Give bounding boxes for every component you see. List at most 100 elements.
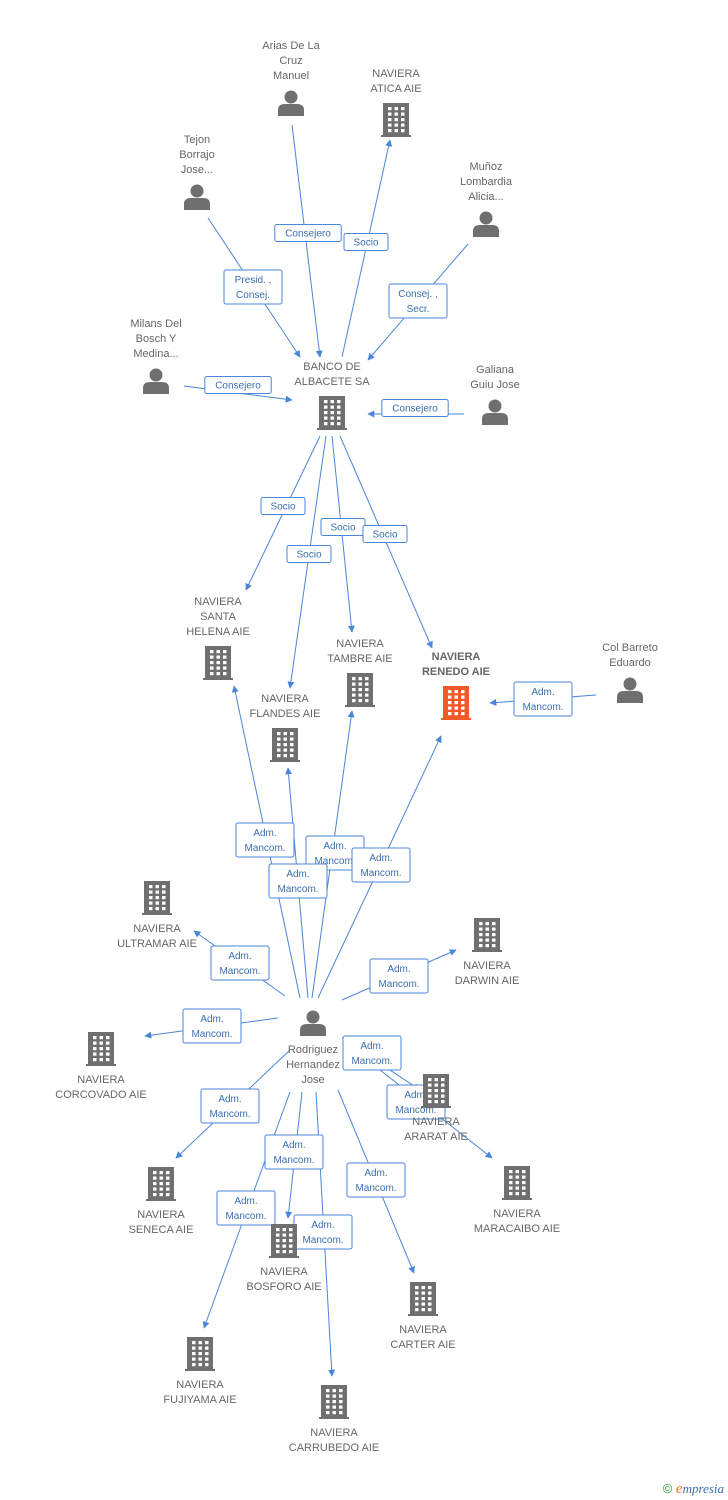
node-label-corcovado: NAVIERA <box>77 1074 125 1086</box>
edge-label-text: Adm. <box>234 1196 257 1207</box>
node-bosforo[interactable]: NAVIERA BOSFORO AIE <box>246 1224 322 1293</box>
node-label-darwin: NAVIERA <box>463 960 511 972</box>
edge-label-box <box>223 269 283 305</box>
edge-label-rodriguez-to-ultramar[interactable]: Adm.Mancom. <box>210 945 270 981</box>
edge-label-arias-to-banco[interactable]: Consejero <box>274 224 342 242</box>
edge-label-banco-to-renedo[interactable]: Socio <box>362 525 408 543</box>
node-label-bosforo: BOSFORO AIE <box>246 1281 321 1293</box>
building-icon <box>317 396 347 430</box>
edge-label-milans-to-banco[interactable]: Consejero <box>204 376 272 394</box>
edge-label-rodriguez-to-tambre[interactable]: Adm.Mancom. <box>305 835 365 871</box>
edge-label-rodriguez-to-ararat[interactable]: Adm.Mancom. <box>342 1035 402 1071</box>
person-icon <box>278 90 304 116</box>
node-label-atica: ATICA AIE <box>370 83 421 95</box>
node-label-rodriguez: Jose <box>301 1074 324 1086</box>
edge-label-col-to-renedo[interactable]: Adm.Mancom. <box>513 681 573 717</box>
node-label-santa_helena: NAVIERA <box>194 596 242 608</box>
node-munoz[interactable]: MuñozLombardiaAlicia... <box>460 161 513 237</box>
footer-brand[interactable]: © empresia <box>663 1481 724 1498</box>
node-label-galiana: Galiana <box>476 364 515 376</box>
edge-label-box <box>381 399 449 417</box>
node-label-atica: NAVIERA <box>372 68 420 80</box>
edge-label-text: Mancom. <box>302 1235 343 1246</box>
node-label-munoz: Alicia... <box>468 191 503 203</box>
edge-label-banco-to-flandes[interactable]: Socio <box>286 545 332 563</box>
edge-label-banco-to-atica[interactable]: Socio <box>343 233 389 251</box>
edge-label-rodriguez-to-carter[interactable]: Adm.Mancom. <box>346 1162 406 1198</box>
edge-label-banco-to-santa_helena[interactable]: Socio <box>260 497 306 515</box>
building-icon <box>270 728 300 762</box>
building-icon <box>146 1167 176 1201</box>
edge-label-box <box>513 681 573 717</box>
node-label-maracaibo: MARACAIBO AIE <box>474 1223 560 1235</box>
node-label-ararat: NAVIERA <box>412 1116 460 1128</box>
node-label-galiana: Guiu Jose <box>470 379 520 391</box>
node-label-bosforo: NAVIERA <box>260 1266 308 1278</box>
building-icon <box>408 1282 438 1316</box>
edge-label-text: Adm. <box>218 1094 241 1105</box>
edge-label-tejon-to-banco[interactable]: Presid. ,Consej. <box>223 269 283 305</box>
node-label-seneca: NAVIERA <box>137 1209 185 1221</box>
edge-label-banco-to-tambre[interactable]: Socio <box>320 518 366 536</box>
edge-label-text: Mancom. <box>244 843 285 854</box>
edge-label-text: Socio <box>353 238 378 249</box>
edge-label-rodriguez-to-fujiyama[interactable]: Adm.Mancom. <box>216 1190 276 1226</box>
edge-label-rodriguez-to-bosforo[interactable]: Adm.Mancom. <box>264 1134 324 1170</box>
node-label-milans: Bosch Y <box>136 333 177 345</box>
edge-label-box <box>235 822 295 858</box>
building-icon <box>345 673 375 707</box>
edge-label-box <box>388 283 448 319</box>
edge-label-rodriguez-to-renedo[interactable]: Adm.Mancom. <box>351 847 411 883</box>
node-label-flandes: FLANDES AIE <box>250 708 321 720</box>
edge-label-text: Mancom. <box>219 966 260 977</box>
edge-label-box <box>343 233 389 251</box>
edge-label-box <box>200 1088 260 1124</box>
node-label-rodriguez: Rodriguez <box>288 1044 338 1056</box>
node-label-renedo: NAVIERA <box>432 651 481 663</box>
node-label-santa_helena: SANTA <box>200 611 237 623</box>
edge-label-rodriguez-to-flandes[interactable]: Adm. Mancom. <box>268 863 328 899</box>
edge-label-rodriguez-to-santa_helena[interactable]: Adm.Mancom. <box>235 822 295 858</box>
edge-label-rodriguez-to-corcovado[interactable]: Adm.Mancom. <box>182 1008 242 1044</box>
node-tejon[interactable]: TejonBorrajoJose... <box>179 134 215 210</box>
brand-name: mpresia <box>682 1481 724 1496</box>
node-label-arias: Cruz <box>279 55 302 67</box>
building-icon <box>472 918 502 952</box>
edge-label-box <box>204 376 272 394</box>
node-label-rodriguez: Hernandez <box>286 1059 340 1071</box>
edge-label-rodriguez-to-darwin[interactable]: Adm.Mancom. <box>369 958 429 994</box>
building-icon <box>269 1224 299 1258</box>
node-atica[interactable]: NAVIERA ATICA AIE <box>370 68 422 137</box>
edge-label-text: Adm. <box>286 869 309 880</box>
node-label-col: Col Barreto <box>602 642 658 654</box>
edge-label-rodriguez-to-carrubedo[interactable]: Adm.Mancom. <box>293 1214 353 1250</box>
edge-label-text: Socio <box>372 530 397 541</box>
edge-label-box <box>362 525 408 543</box>
edge-label-galiana-to-banco[interactable]: Consejero <box>381 399 449 417</box>
edge-label-rodriguez-to-seneca[interactable]: Adm.Mancom. <box>200 1088 260 1124</box>
edge-label-munoz-to-banco[interactable]: Consej. ,Secr. <box>388 283 448 319</box>
edge-label-text: Mancom. <box>277 884 318 895</box>
edge-label-text: Adm. <box>282 1140 305 1151</box>
